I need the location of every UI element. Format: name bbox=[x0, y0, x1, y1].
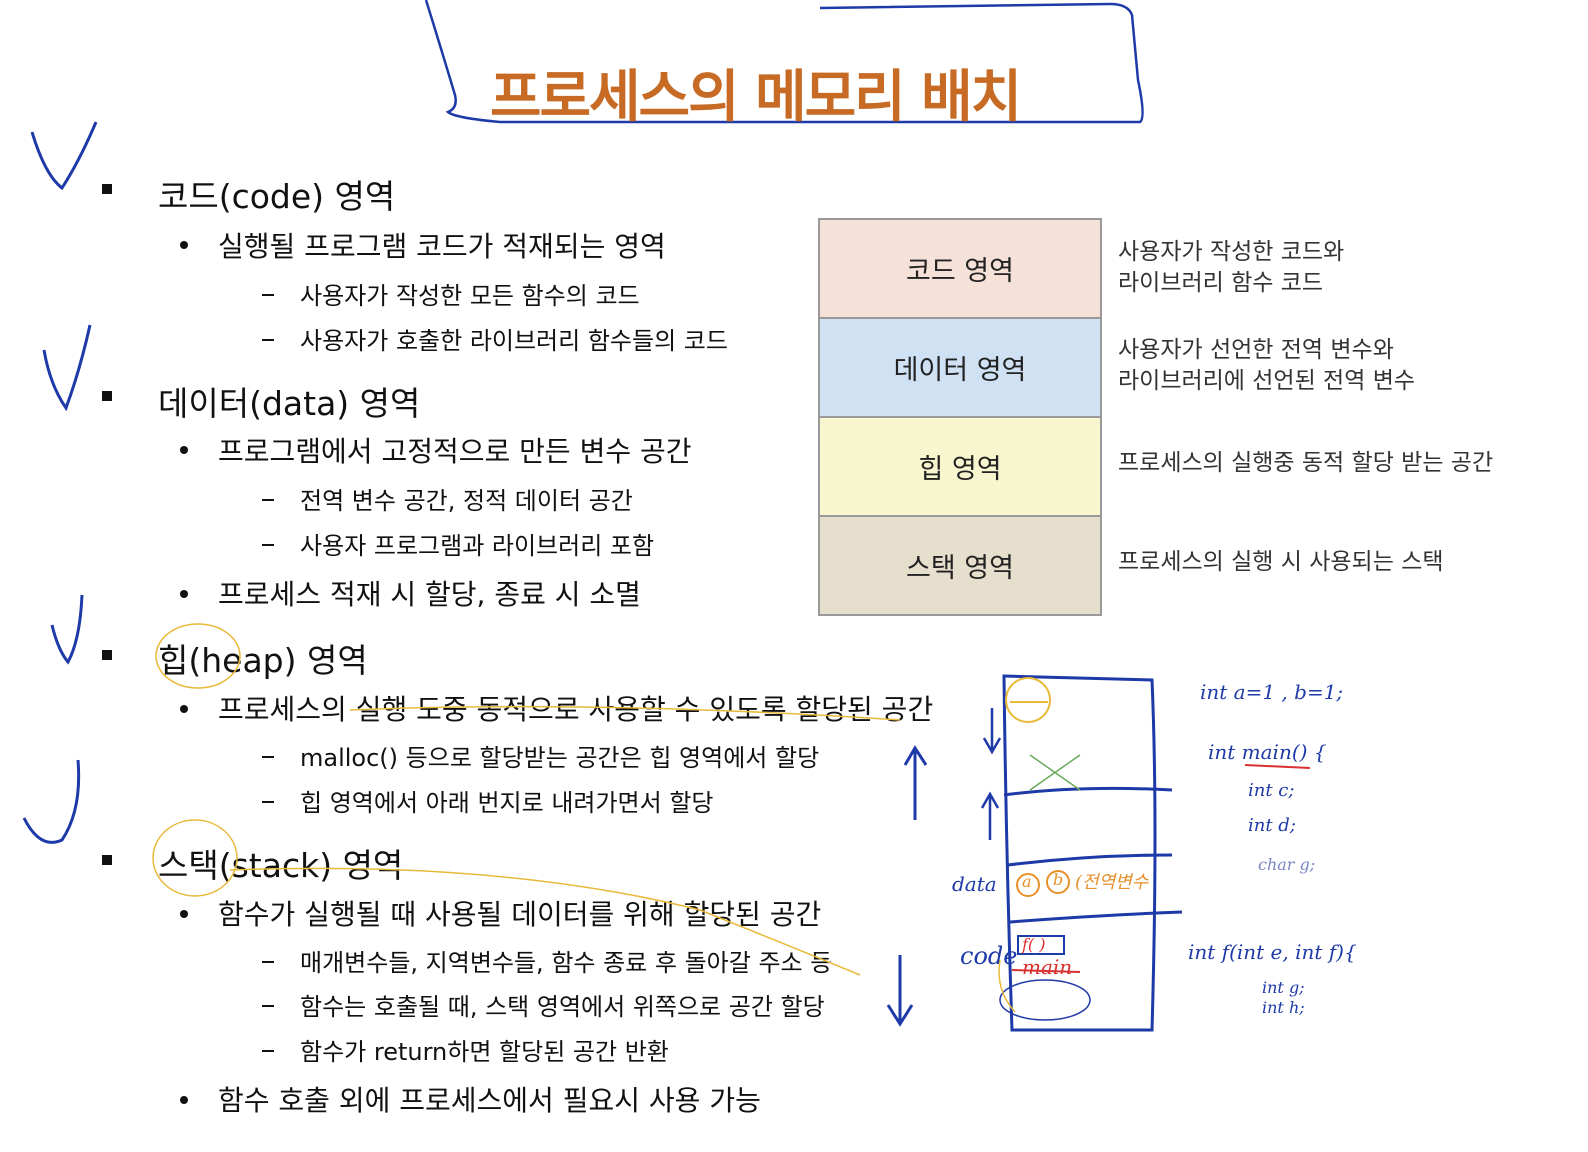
handwritten-code-line: int main() { bbox=[1208, 740, 1327, 764]
up-arrow-icon bbox=[980, 791, 1000, 840]
bullet-dash bbox=[262, 756, 274, 758]
memory-cell-code: 코드 영역 bbox=[820, 220, 1100, 319]
handwritten-main-call: main bbox=[1022, 955, 1073, 979]
subitem-text: 매개변수들, 지역변수들, 함수 종료 후 돌아갈 주소 등 bbox=[300, 949, 833, 977]
subitem-text: 함수가 return하면 할당된 공간 반환 bbox=[300, 1038, 669, 1066]
memory-layout-table: 코드 영역 데이터 영역 힙 영역 스택 영역 bbox=[818, 218, 1102, 616]
subitem-text: 사용자가 작성한 모든 함수의 코드 bbox=[300, 282, 640, 310]
item-text: 실행될 프로그램 코드가 적재되는 영역 bbox=[218, 230, 666, 263]
down-arrow-icon bbox=[982, 708, 1002, 755]
bullet-dash bbox=[262, 499, 274, 501]
section-heading-stack: 스택(stack) 영역 bbox=[158, 846, 404, 885]
memory-cell-data: 데이터 영역 bbox=[820, 319, 1100, 418]
heap-circle bbox=[1005, 677, 1051, 723]
memory-desc-data: 사용자가 선언한 전역 변수와 라이브러리에 선언된 전역 변수 bbox=[1118, 337, 1416, 394]
bullet-square bbox=[102, 391, 112, 401]
item-text: 함수 호출 외에 프로세스에서 필요시 사용 가능 bbox=[218, 1084, 761, 1117]
bullet-square bbox=[102, 184, 112, 194]
subitem-text: 전역 변수 공간, 정적 데이터 공간 bbox=[300, 487, 633, 515]
check-mark bbox=[22, 759, 81, 844]
up-arrow-icon bbox=[903, 745, 928, 820]
bullet-dot bbox=[180, 705, 188, 713]
item-text: 프로그램에서 고정적으로 만든 변수 공간 bbox=[218, 435, 692, 468]
item-text: 함수가 실행될 때 사용될 데이터를 위해 할당된 공간 bbox=[218, 898, 822, 931]
handwritten-a-mark: a bbox=[1022, 872, 1032, 891]
handwritten-global-var: (전역변수 bbox=[1075, 872, 1149, 893]
handwritten-code-line: int a=1 , b=1; bbox=[1200, 680, 1344, 704]
subitem-text: malloc() 등으로 할당받는 공간은 힙 영역에서 할당 bbox=[300, 744, 820, 772]
title-frame bbox=[424, 0, 1144, 124]
stack-circle bbox=[999, 979, 1091, 1021]
down-arrow-icon bbox=[886, 955, 914, 1027]
bullet-dash bbox=[262, 961, 274, 963]
handwritten-code-line: int g; bbox=[1262, 978, 1305, 997]
subitem-text: 함수는 호출될 때, 스택 영역에서 위쪽으로 공간 할당 bbox=[300, 993, 825, 1021]
bullet-dot bbox=[180, 446, 188, 454]
bullet-dash bbox=[262, 1050, 274, 1052]
item-text: 프로세스 적재 시 할당, 종료 시 소멸 bbox=[218, 578, 641, 611]
check-mark bbox=[42, 324, 92, 412]
handwritten-data-label: data bbox=[952, 872, 997, 896]
check-mark bbox=[50, 594, 84, 665]
item-text: 프로세스의 실행 도중 동적으로 사용할 수 있도록 할당된 공간 bbox=[218, 693, 934, 726]
subitem-text: 힙 영역에서 아래 번지로 내려가면서 할당 bbox=[300, 789, 714, 817]
bullet-square bbox=[102, 650, 112, 660]
bullet-dash bbox=[262, 294, 274, 296]
handwritten-code-label: code bbox=[960, 942, 1018, 970]
bullet-dot bbox=[180, 590, 188, 598]
handwritten-code-line: char g; bbox=[1258, 855, 1316, 874]
handwritten-code-line: int d; bbox=[1248, 815, 1296, 836]
section-heading-code: 코드(code) 영역 bbox=[158, 177, 396, 216]
handwritten-b-mark: b bbox=[1053, 870, 1064, 889]
bullet-dash bbox=[262, 801, 274, 803]
memory-desc-code: 사용자가 작성한 코드와 라이브러리 함수 코드 bbox=[1118, 239, 1345, 296]
bullet-dash bbox=[262, 339, 274, 341]
bullet-dot bbox=[180, 1096, 188, 1104]
handwritten-code-line: int c; bbox=[1248, 780, 1295, 801]
bullet-dash bbox=[262, 1005, 274, 1007]
page-title: 프로세스의 메모리 배치 bbox=[490, 65, 1022, 130]
handwritten-code-line: int f(int e, int f){ bbox=[1188, 940, 1357, 964]
bullet-dot bbox=[180, 910, 188, 918]
bullet-square bbox=[102, 855, 112, 865]
memory-cell-heap: 힙 영역 bbox=[820, 418, 1100, 517]
memory-cell-stack: 스택 영역 bbox=[820, 517, 1100, 614]
cross-mark bbox=[1029, 754, 1081, 791]
subitem-text: 사용자 프로그램과 라이브러리 포함 bbox=[300, 532, 655, 560]
memory-desc-stack: 프로세스의 실행 시 사용되는 스택 bbox=[1118, 549, 1444, 575]
handwritten-code-line: int h; bbox=[1262, 998, 1305, 1017]
handwritten-f-call: f( ) bbox=[1022, 935, 1046, 954]
bullet-dash bbox=[262, 544, 274, 546]
subitem-text: 사용자가 호출한 라이브러리 함수들의 코드 bbox=[300, 327, 728, 355]
section-heading-heap: 힙(heap) 영역 bbox=[158, 641, 368, 680]
bullet-dot bbox=[180, 241, 188, 249]
memory-desc-heap: 프로세스의 실행중 동적 할당 받는 공간 bbox=[1118, 450, 1494, 476]
section-heading-data: 데이터(data) 영역 bbox=[158, 384, 421, 423]
